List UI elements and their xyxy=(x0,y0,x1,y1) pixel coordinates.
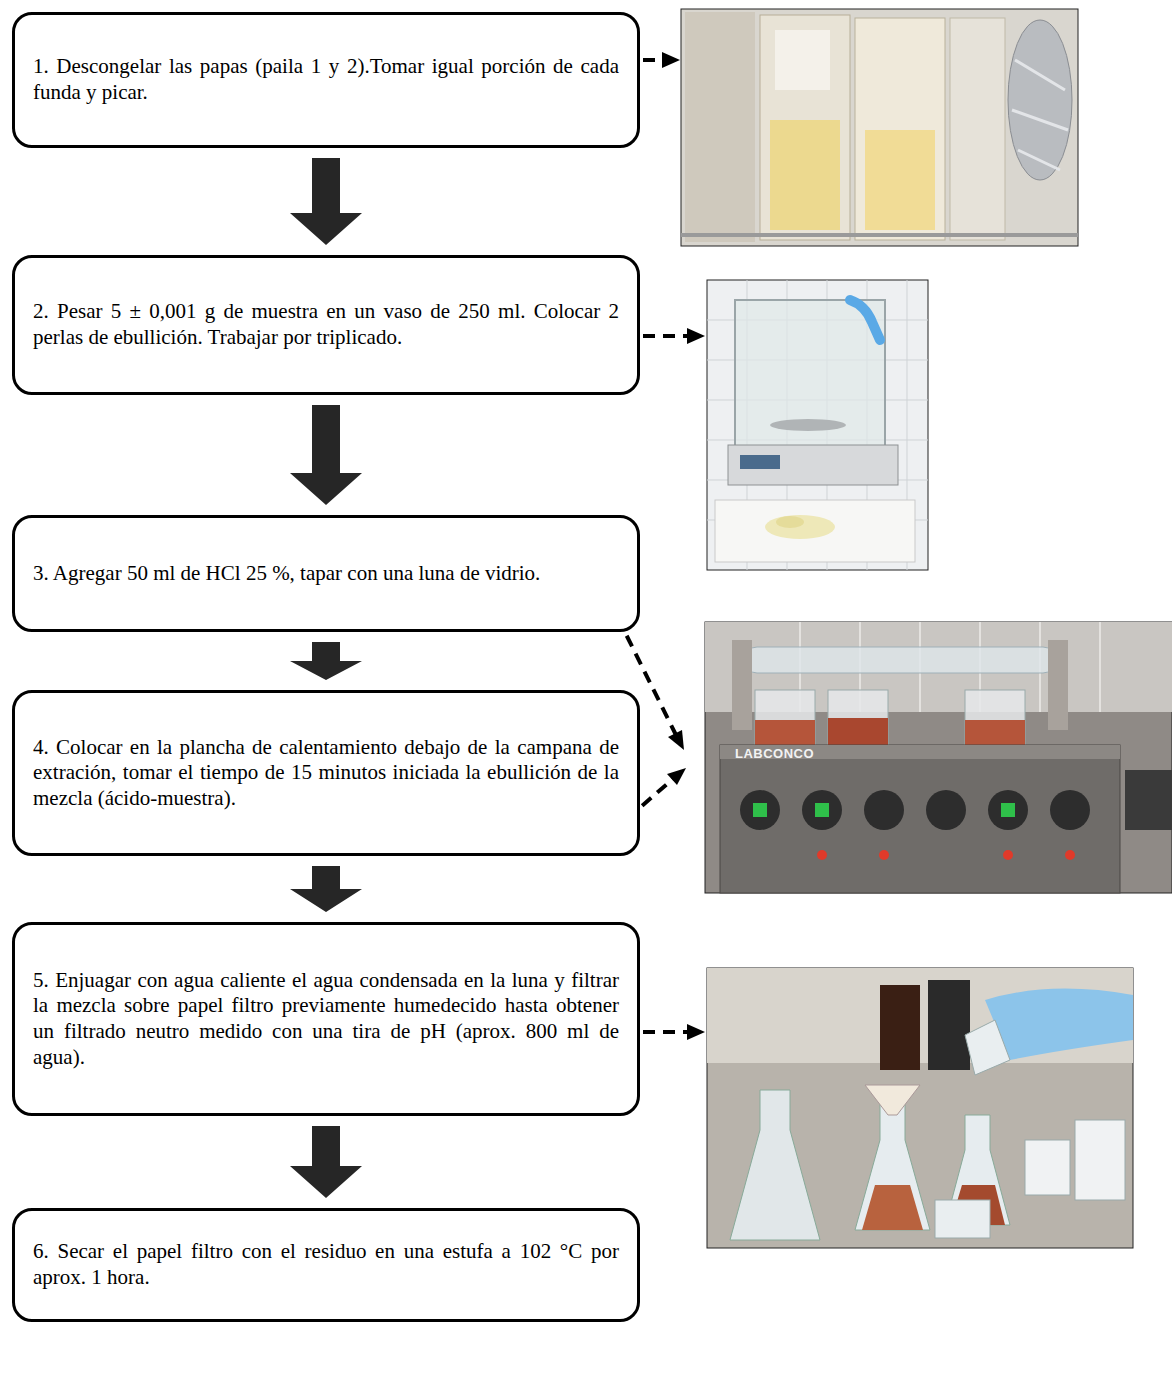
process-box: 3. Agregar 50 ml de HCl 25 %, tapar con … xyxy=(12,515,640,632)
process-box: 5. Enjuagar con agua caliente el agua co… xyxy=(12,922,640,1116)
flow-arrow xyxy=(290,642,362,680)
flow-arrow xyxy=(290,405,362,505)
heating-plate-photo xyxy=(705,622,1172,893)
balance-photo xyxy=(707,280,928,570)
filtration-photo xyxy=(707,968,1133,1248)
process-box: 2. Pesar 5 ± 0,001 g de muestra en un va… xyxy=(12,255,640,395)
process-box: 4. Colocar en la plancha de calentamient… xyxy=(12,690,640,856)
flow-arrow xyxy=(290,866,362,912)
step-text: 1. Descongelar las papas (paila 1 y 2).T… xyxy=(33,54,619,105)
step-text: 4. Colocar en la plancha de calentamient… xyxy=(33,735,619,812)
dashed-leader-head xyxy=(662,52,705,1040)
device-brand-label: LABCONCO xyxy=(735,746,814,761)
step-text: 2. Pesar 5 ± 0,001 g de muestra en un va… xyxy=(33,299,619,350)
step-text: 6. Secar el papel filtro con el residuo … xyxy=(33,1239,619,1290)
flow-arrow xyxy=(290,158,362,245)
step-text: 3. Agregar 50 ml de HCl 25 %, tapar con … xyxy=(33,561,619,587)
process-box: 6. Secar el papel filtro con el residuo … xyxy=(12,1208,640,1322)
step-text: 5. Enjuagar con agua caliente el agua co… xyxy=(33,968,619,1070)
process-box: 1. Descongelar las papas (paila 1 y 2).T… xyxy=(12,12,640,148)
flow-arrow xyxy=(290,1126,362,1198)
freezer-photo xyxy=(681,9,1078,246)
